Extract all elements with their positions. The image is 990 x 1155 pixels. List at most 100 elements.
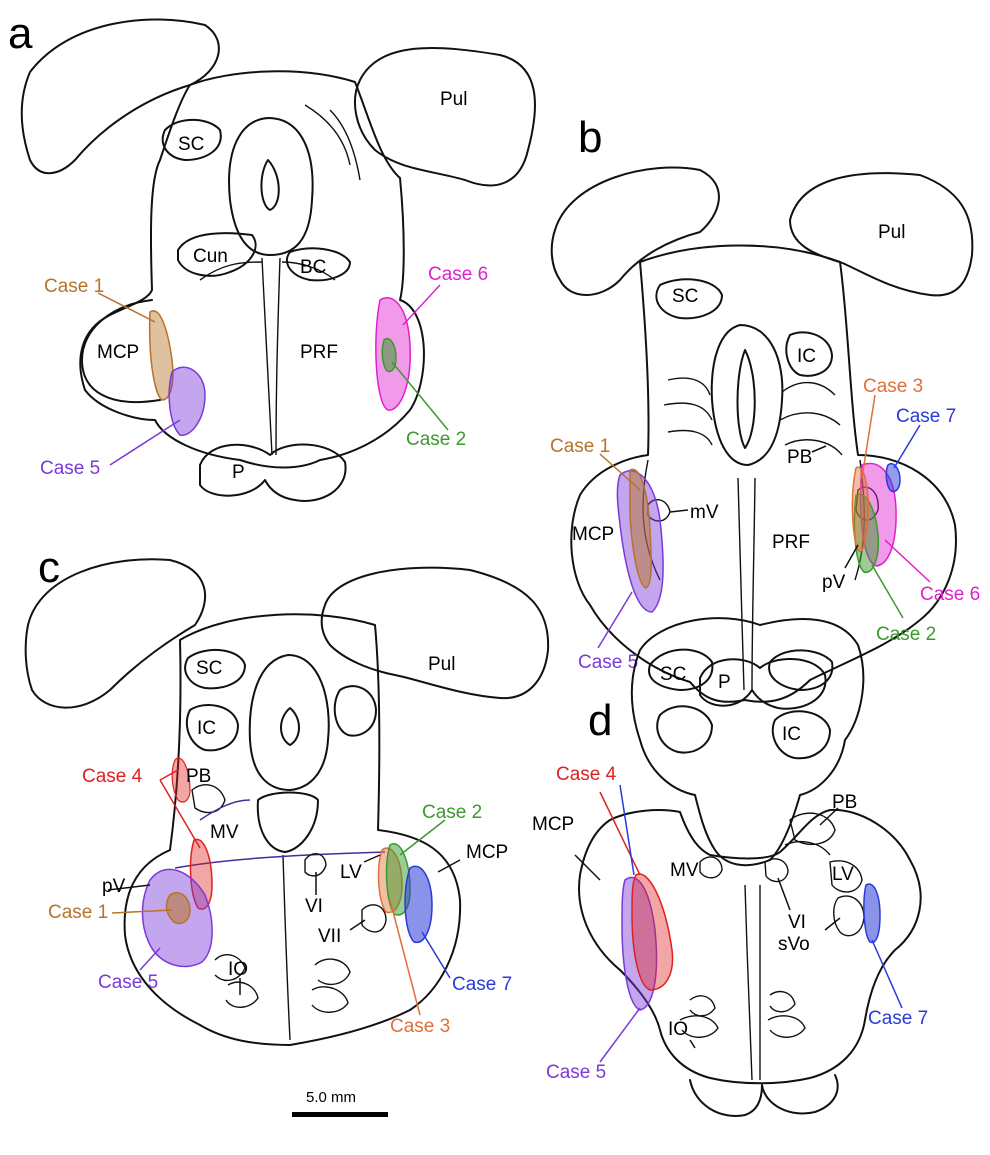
panel-b-case6-label: Case 6 — [920, 584, 980, 605]
panel-c-case5-label: Case 5 — [98, 972, 158, 993]
panel-d-case4-label: Case 4 — [556, 764, 617, 785]
panel-c-right-pulvinar — [322, 568, 548, 698]
panel-d-case5-label: Case 5 — [546, 1062, 606, 1083]
panel-c-case4-label: Case 4 — [82, 766, 143, 787]
panel-a-case5-label: Case 5 — [40, 458, 100, 479]
panel-a-brainstem-outline — [80, 71, 424, 467]
panel-c-label-mv: MV — [210, 822, 239, 843]
panel-d-midline — [745, 885, 760, 1080]
panel-c-case3-label: Case 3 — [390, 1016, 450, 1037]
panel-c-case1-label: Case 1 — [48, 902, 108, 923]
panel-b-label-sc: SC — [672, 286, 698, 307]
panel-b-label-p: P — [718, 672, 731, 693]
panel-c-case7-label: Case 7 — [452, 974, 512, 995]
panel-b-mv-pointer — [670, 510, 688, 512]
scale-bar-label: 5.0 mm — [306, 1089, 356, 1106]
panel-a-aqueduct-lumen — [261, 160, 278, 210]
panel-a-letter: a — [8, 9, 33, 58]
scale-bar: 5.0 mm — [292, 1089, 388, 1117]
panel-c-case7-area — [405, 866, 432, 942]
panel-b-case7-label: Case 7 — [896, 406, 956, 427]
panel-d-label-mcp: MCP — [532, 814, 574, 835]
panel-d-lower-lobes — [690, 1075, 838, 1116]
panel-d-mcp-pointer — [575, 855, 600, 880]
panel-d-label-svo: sVo — [778, 934, 810, 955]
panel-b-label-ic: IC — [797, 346, 816, 367]
panel-b-label-mcp: MCP — [572, 524, 614, 545]
panel-b-case2-callout — [872, 565, 903, 618]
panel-d-label-io: IO — [668, 1019, 688, 1040]
panel-b-case5-callout — [598, 592, 632, 648]
panel-d-svo-structure — [834, 896, 864, 936]
panel-d-case5-callout — [600, 1008, 640, 1062]
panel-d-mv-structure — [700, 857, 722, 878]
panel-b-case5-label: Case 5 — [578, 652, 638, 673]
panel-c-case2-label: Case 2 — [422, 802, 482, 823]
panel-d-case7-area — [864, 884, 880, 942]
panel-c-case7-callout — [422, 932, 450, 978]
panel-a-case5-callout — [110, 420, 180, 465]
scale-bar-line — [292, 1112, 388, 1117]
panel-b-midline — [738, 478, 755, 690]
panel-c-aqueduct-lumen — [281, 708, 299, 745]
panel-b-case2-label: Case 2 — [876, 624, 936, 645]
panel-b-label-pb: PB — [787, 447, 812, 468]
panel-d-label-ic: IC — [782, 724, 801, 745]
panel-d-vi-pointer — [778, 878, 790, 910]
panel-a-label-prf: PRF — [300, 342, 338, 363]
panel-d-io-right — [768, 992, 805, 1038]
panel-d-case4-callout — [600, 792, 640, 875]
panel-b-label-pv: pV — [822, 572, 846, 593]
panel-a-label-bc: BC — [300, 257, 326, 278]
panel-c-label-pv: pV — [102, 876, 126, 897]
panel-c-lv-pointer — [364, 855, 380, 862]
panel-a-case2-label: Case 2 — [406, 429, 466, 450]
panel-c-label-lv: LV — [340, 862, 362, 883]
panel-c-label-mcp: MCP — [466, 842, 508, 863]
panel-d-case7-label: Case 7 — [868, 1008, 928, 1029]
panel-c-label-sc: SC — [196, 658, 222, 679]
panel-d-vi-structure — [765, 859, 788, 882]
panel-a-midline — [262, 258, 280, 455]
panel-d-ic-left — [657, 706, 712, 752]
panel-d-io-pointer — [690, 1040, 695, 1048]
panel-c-mcp-pointer — [438, 860, 460, 872]
panel-c-label-ic: IC — [197, 718, 216, 739]
panel-d-label-lv: LV — [832, 864, 854, 885]
panel-c-label-pb: PB — [186, 766, 211, 787]
panel-a-label-mcp: MCP — [97, 342, 139, 363]
panel-b-case1-label: Case 1 — [550, 436, 610, 457]
panel-d-label-sc: SC — [660, 664, 686, 685]
panel-a-case1-label: Case 1 — [44, 276, 104, 297]
panel-b-left-pulvinar — [552, 168, 719, 296]
panel-b-case7-callout — [894, 425, 920, 468]
panel-b-aqueduct-lumen — [738, 350, 755, 448]
panel-c-right-ic — [335, 686, 376, 736]
panel-a-label-p: P — [232, 462, 245, 483]
panel-b: b Pul SC IC PB mV MCP — [550, 113, 980, 709]
panel-b-letter: b — [578, 113, 602, 162]
panel-d-label-mv: MV — [670, 860, 699, 881]
panel-c-label-pul: Pul — [428, 654, 455, 675]
panel-a-right-tract — [305, 105, 360, 180]
panel-b-label-prf: PRF — [772, 532, 810, 553]
panel-d-label-vi: VI — [788, 912, 806, 933]
panel-a-label-sc: SC — [178, 134, 204, 155]
panel-c-aqueduct — [250, 655, 329, 790]
panel-b-lateral-ridges — [664, 378, 842, 455]
panel-c-label-vi: VI — [305, 896, 323, 917]
panel-c-vermis — [258, 793, 318, 853]
panel-b-case3-label: Case 3 — [863, 376, 923, 397]
panel-c-label-vii: VII — [318, 926, 341, 947]
panel-d-case4-area — [632, 874, 673, 990]
panel-a-p — [200, 445, 346, 501]
panel-c-label-io: IO — [228, 959, 248, 980]
panel-b-case7-area — [886, 464, 900, 492]
panel-c: c — [26, 543, 548, 1045]
panel-b-case3-area — [852, 467, 868, 551]
panel-b-pb-pointer — [812, 446, 826, 452]
panel-b-label-mv: mV — [690, 502, 719, 523]
panel-c-midline — [283, 855, 290, 1040]
panel-a-label-cun: Cun — [193, 246, 228, 267]
